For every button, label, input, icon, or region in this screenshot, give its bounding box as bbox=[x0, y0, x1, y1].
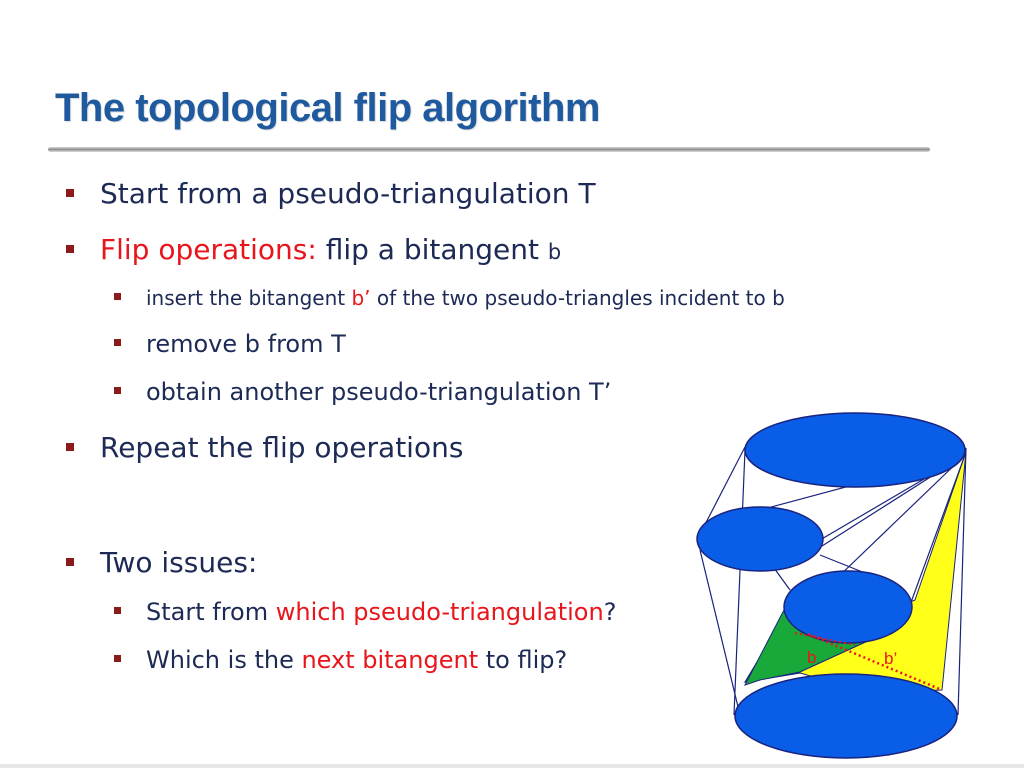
bullet-text: to flip? bbox=[478, 646, 568, 674]
variable-b: b bbox=[547, 240, 562, 264]
highlight-text: Flip operations: bbox=[100, 233, 317, 266]
bullet-text: obtain another pseudo-triangulation T’ bbox=[146, 378, 612, 406]
sub-bullet-marker bbox=[114, 293, 121, 300]
bullet-marker bbox=[66, 189, 74, 197]
sub-bullet-marker bbox=[114, 655, 121, 662]
sub-bullet-start-from-which: Start from which pseudo-triangulation? bbox=[146, 600, 616, 624]
sub-bullet-marker bbox=[114, 387, 121, 394]
bullet-text: of the two pseudo-triangles incident to … bbox=[370, 286, 785, 310]
left-disk bbox=[696, 506, 824, 572]
bitangent-b-segment bbox=[794, 632, 856, 646]
footer-strip bbox=[0, 764, 1024, 768]
sub-bullet-marker bbox=[114, 607, 121, 614]
highlight-text: next bitangent bbox=[301, 646, 479, 674]
top-disk bbox=[744, 412, 966, 488]
bullet-text: Which is the bbox=[146, 646, 302, 674]
bullet-text: remove b from T bbox=[146, 330, 346, 358]
bullet-start-from: Start from a pseudo-triangulation T bbox=[100, 180, 596, 208]
sub-bullet-insert: insert the bitangent b’ of the two pseud… bbox=[146, 288, 785, 308]
bullet-two-issues: Two issues: bbox=[100, 549, 257, 577]
middle-disk bbox=[783, 570, 913, 644]
title-divider bbox=[48, 147, 930, 152]
bullet-text: insert the bitangent bbox=[146, 286, 352, 310]
sub-bullet-which-next: Which is the next bitangent to flip? bbox=[146, 648, 567, 672]
bullet-text: Repeat the flip operations bbox=[100, 431, 464, 464]
bitangent-b-dotted bbox=[807, 632, 943, 692]
bullet-marker bbox=[66, 443, 74, 451]
slide-title: The topological flip algorithm bbox=[55, 86, 600, 130]
bullet-text: Start from bbox=[146, 598, 276, 626]
highlight-text: which pseudo-triangulation bbox=[275, 598, 604, 626]
sub-bullet-marker bbox=[114, 339, 121, 346]
bullet-text: flip a bitangent bbox=[316, 233, 548, 266]
bottom-disk bbox=[734, 673, 958, 759]
label-b-prime: b’ bbox=[884, 649, 897, 668]
bullet-flip-operations: Flip operations: flip a bitangent b bbox=[100, 236, 561, 264]
bullet-marker bbox=[66, 558, 74, 566]
pseudo-triangulation-diagram: b b’ bbox=[696, 412, 967, 759]
label-b: b bbox=[807, 648, 816, 667]
highlight-text: b’ bbox=[351, 286, 371, 310]
bullet-text: ? bbox=[603, 598, 617, 626]
sub-bullet-remove: remove b from T bbox=[146, 332, 346, 356]
bullet-text: Start from a pseudo-triangulation T bbox=[100, 177, 596, 210]
bullet-marker bbox=[66, 245, 74, 253]
bullet-text: Two issues: bbox=[100, 546, 258, 579]
sub-bullet-obtain: obtain another pseudo-triangulation T’ bbox=[146, 380, 611, 404]
bullet-repeat: Repeat the flip operations bbox=[100, 434, 463, 462]
